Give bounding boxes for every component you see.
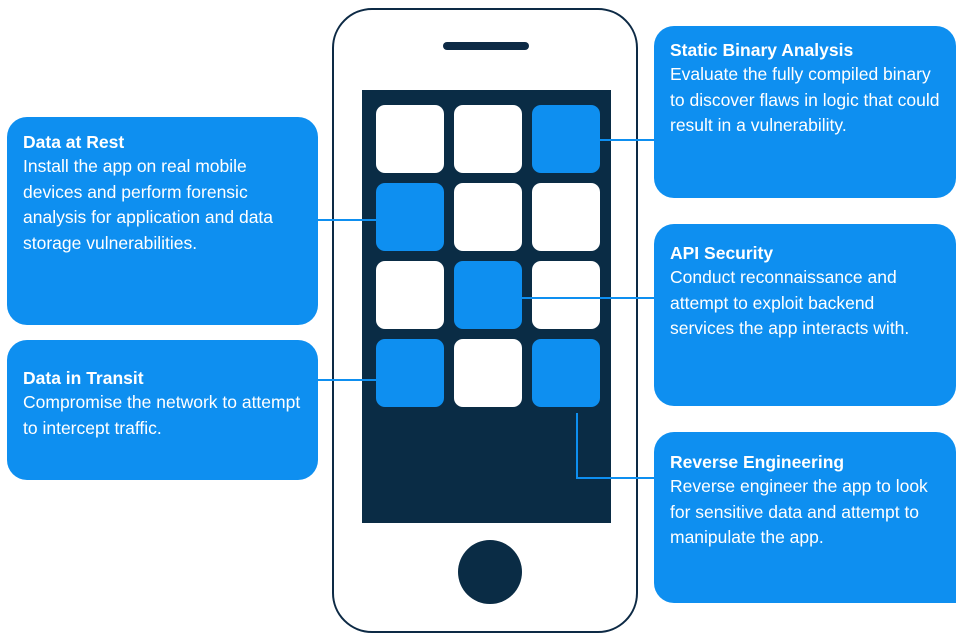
callout-title: Data at Rest (23, 132, 125, 152)
phone-home-button (458, 540, 522, 604)
callout-title: Reverse Engineering (670, 452, 845, 472)
app-tile (454, 105, 522, 173)
callout-api-security: API Security Conduct reconnaissance and … (654, 224, 956, 406)
callout-body: Evaluate the fully compiled binary to di… (670, 64, 940, 135)
app-tile-highlighted (376, 339, 444, 407)
callout-body: Install the app on real mobile devices a… (23, 156, 274, 253)
callout-data-in-transit: Data in Transit Compromise the network t… (7, 340, 318, 480)
callout-title: Static Binary Analysis (670, 40, 854, 60)
callout-body: Compromise the network to attempt to int… (23, 392, 301, 438)
app-tile (376, 261, 444, 329)
callout-reverse-engineering: Reverse Engineering Reverse engineer the… (654, 432, 956, 603)
app-tile (376, 105, 444, 173)
app-tile-highlighted (532, 339, 600, 407)
callout-title: Data in Transit (23, 368, 144, 388)
callout-body: Conduct reconnaissance and attempt to ex… (670, 267, 910, 338)
app-tile (532, 261, 600, 329)
app-tile (454, 339, 522, 407)
app-tile-highlighted (454, 261, 522, 329)
callout-body: Reverse engineer the app to look for sen… (670, 476, 928, 547)
app-tile-highlighted (376, 183, 444, 251)
diagram: Static Binary Analysis Evaluate the full… (7, 8, 956, 633)
callout-data-at-rest: Data at Rest Install the app on real mob… (7, 117, 318, 325)
callout-title: API Security (670, 243, 774, 263)
callout-static-binary-analysis: Static Binary Analysis Evaluate the full… (654, 26, 956, 198)
phone-speaker (443, 42, 529, 50)
app-tile (532, 183, 600, 251)
app-tile (454, 183, 522, 251)
app-tile-highlighted (532, 105, 600, 173)
